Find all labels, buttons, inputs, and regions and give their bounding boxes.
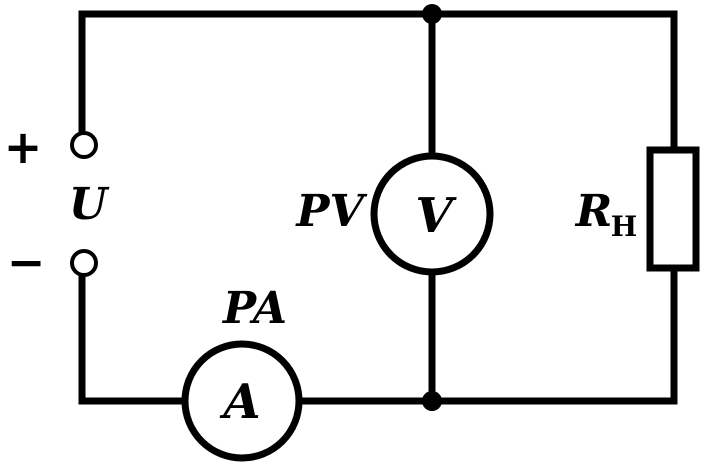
voltmeter-name-label: PV: [294, 186, 367, 237]
source-label: U: [69, 179, 110, 230]
voltmeter-symbol: V: [415, 188, 457, 244]
ammeter-name-label: PA: [221, 283, 287, 334]
terminal-positive: [70, 131, 98, 159]
ammeter: [181, 340, 303, 462]
voltmeter: [370, 152, 494, 276]
resistor-label: R: [574, 186, 613, 237]
terminal-negative: [70, 249, 98, 277]
junction-bottom: [422, 391, 442, 411]
plus-sign: +: [4, 120, 43, 174]
ammeter-symbol: A: [219, 374, 260, 430]
minus-sign: −: [7, 235, 46, 289]
junction-top: [422, 4, 442, 24]
resistor: [646, 146, 700, 272]
resistor-subscript: H: [611, 210, 637, 243]
